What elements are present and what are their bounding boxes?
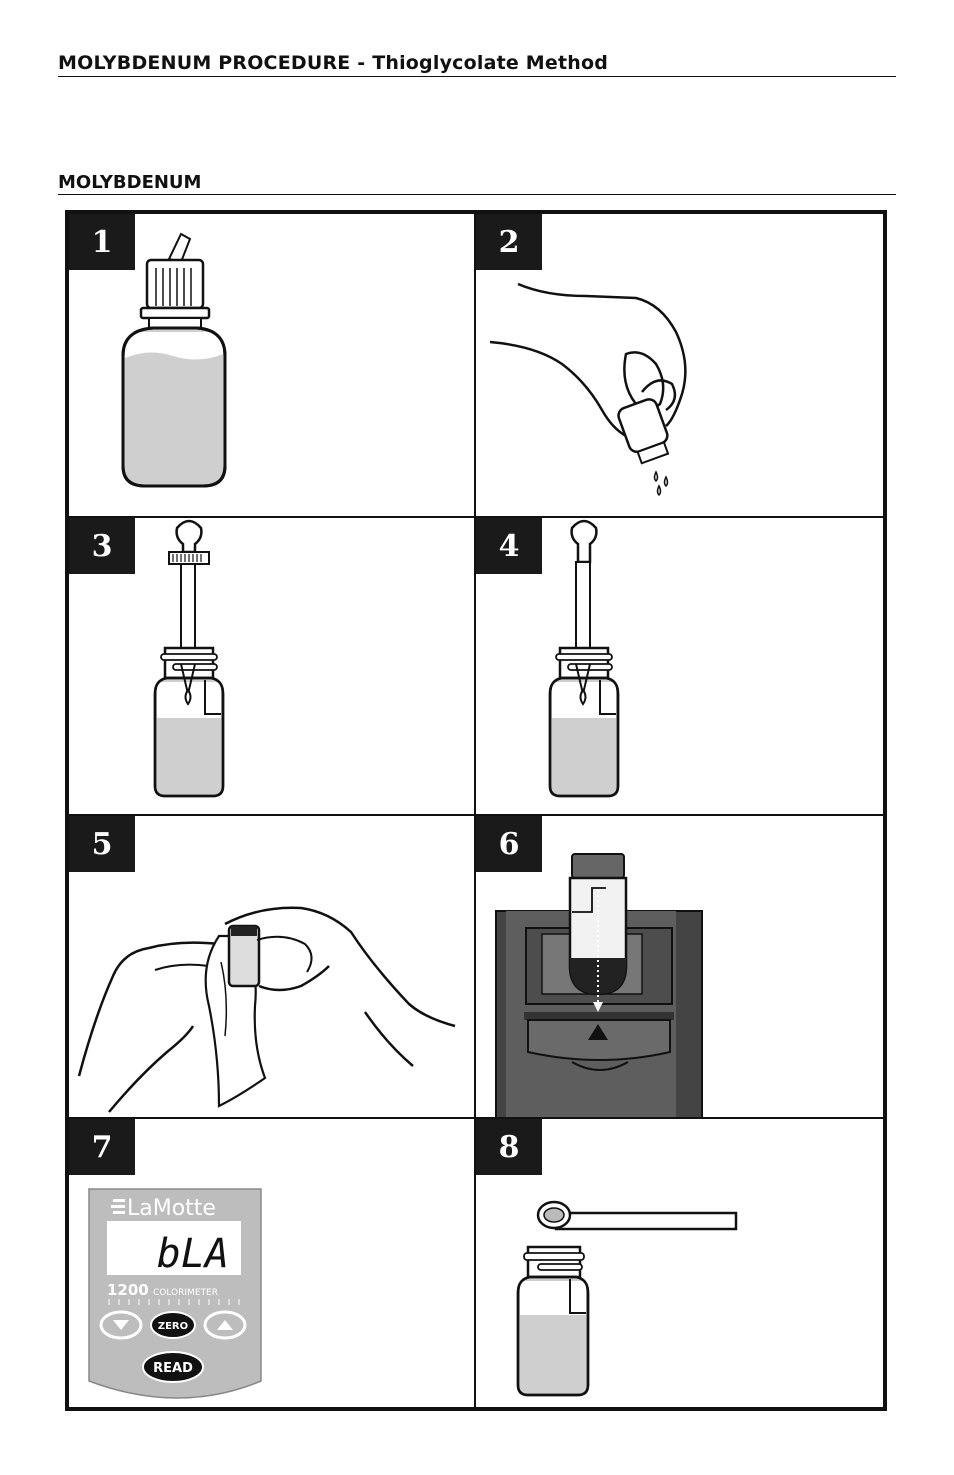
meter-model-number: 1200 [107, 1281, 149, 1299]
step-7-panel: 7 LaMotte bLA 1200 COLORIMETER [69, 1117, 476, 1407]
read-button[interactable]: READ [142, 1351, 204, 1383]
read-button-label: READ [153, 1361, 193, 1376]
step-6-panel: 6 [476, 814, 883, 1117]
step-8-panel: 8 [476, 1117, 883, 1407]
procedure-grid: 1 2 [65, 210, 887, 1411]
reagent-bottle-icon [121, 232, 227, 488]
colorimeter-display-icon: LaMotte bLA 1200 COLORIMETER ZERO [88, 1188, 262, 1399]
down-arrow-button[interactable] [99, 1310, 143, 1340]
step-number: 8 [476, 1119, 542, 1175]
step-number: 7 [69, 1119, 135, 1175]
step-number: 2 [476, 214, 542, 270]
lamotte-logo-icon [111, 1199, 125, 1214]
step-number: 6 [476, 816, 542, 872]
step-1-panel: 1 [69, 214, 476, 516]
spoon-and-vial-icon [516, 1200, 738, 1397]
step-5-panel: 5 [69, 814, 476, 1117]
pipette-in-vial-icon [548, 519, 620, 798]
step-number: 3 [69, 518, 135, 574]
step-4-panel: 4 [476, 516, 883, 814]
document-title: MOLYBDENUM PROCEDURE - Thioglycolate Met… [58, 52, 896, 77]
step-number: 1 [69, 214, 135, 270]
meter-screen [107, 1221, 241, 1275]
wiping-vial-with-tissue-icon [77, 906, 456, 1113]
section-title: MOLYBDENUM [58, 172, 896, 195]
hand-dispensing-drops-icon [489, 282, 687, 497]
step-number: 5 [69, 816, 135, 872]
up-arrow-button[interactable] [203, 1310, 247, 1340]
step-3-panel: 3 [69, 516, 476, 814]
step-number: 4 [476, 518, 542, 574]
zero-button[interactable]: ZERO [150, 1311, 196, 1339]
meter-model-name: COLORIMETER [153, 1288, 218, 1298]
step-2-panel: 2 [476, 214, 883, 516]
pipette-in-vial-icon [153, 519, 225, 798]
meter-display-readout: bLA [157, 1231, 229, 1277]
meter-brand: LaMotte [127, 1196, 216, 1221]
inserting-vial-into-meter-icon [495, 853, 703, 1117]
zero-button-label: ZERO [158, 1321, 188, 1332]
